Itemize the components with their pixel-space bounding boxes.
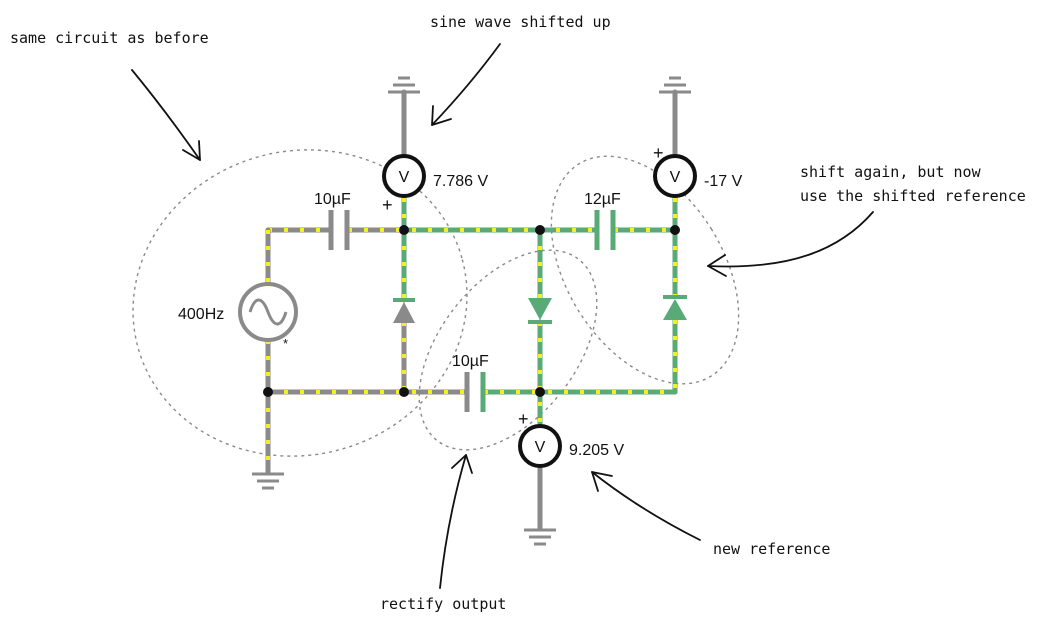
capacitor-bottom-mid-label: 10µF (452, 353, 489, 370)
annotation-sine-shifted: sine wave shifted up (430, 13, 611, 31)
ground-top-left (388, 76, 420, 160)
voltmeter-top-left-symbol: V (399, 169, 410, 186)
diode-middle (528, 298, 552, 324)
capacitor-right-top: 12µF (584, 191, 621, 250)
capacitor-left-top: 10µF (314, 191, 351, 250)
ground-source (252, 389, 284, 490)
annotation-rectify-output: rectify output (380, 595, 506, 613)
voltmeter-bottom: V + 9.205 V (518, 409, 624, 468)
voltmeter-top-left: V + 7.786 V (382, 154, 488, 215)
ac-source-marker: * (283, 336, 288, 351)
capacitor-right-top-label: 12µF (584, 191, 621, 208)
node-top-540 (535, 225, 545, 235)
annotation-shift-again-line2: use the shifted reference (800, 187, 1026, 205)
node-top-675 (670, 225, 680, 235)
arrow-shift-again (707, 211, 874, 277)
ground-top-right (659, 76, 691, 160)
voltmeter-top-left-polarity: + (382, 195, 393, 215)
arrow-rectify-output (439, 454, 473, 589)
ground-bottom (524, 463, 556, 546)
arrow-new-reference (591, 471, 701, 541)
ac-source: 400Hz * (178, 282, 298, 351)
voltmeter-top-right-polarity: + (653, 143, 664, 163)
voltmeter-top-right-reading: -17 V (704, 173, 743, 190)
node-top-404 (399, 225, 409, 235)
capacitor-bottom-mid: 10µF (452, 353, 489, 412)
voltmeter-top-right-symbol: V (670, 169, 681, 186)
ac-source-frequency-label: 400Hz (178, 306, 224, 323)
node-bottom-268 (263, 387, 273, 397)
voltmeter-bottom-reading: 9.205 V (569, 442, 624, 459)
annotation-shift-again-line1: shift again, but now (800, 163, 982, 181)
arrow-same-circuit (131, 69, 201, 161)
arrow-sine-shifted (431, 43, 501, 126)
diode-left (393, 298, 415, 323)
voltmeter-top-right: V + -17 V (653, 143, 743, 198)
ellipse-same-circuit (132, 149, 468, 457)
voltmeter-top-left-reading: 7.786 V (433, 173, 488, 190)
annotation-same-circuit: same circuit as before (10, 29, 209, 47)
capacitor-left-top-label: 10µF (314, 191, 351, 208)
node-bottom-404 (399, 387, 409, 397)
annotation-new-reference: new reference (713, 540, 830, 558)
ellipse-shift-again (550, 155, 740, 385)
diode-right (663, 295, 687, 320)
node-bottom-540 (535, 387, 545, 397)
voltmeter-bottom-polarity: + (518, 409, 529, 429)
voltmeter-bottom-symbol: V (535, 439, 546, 456)
